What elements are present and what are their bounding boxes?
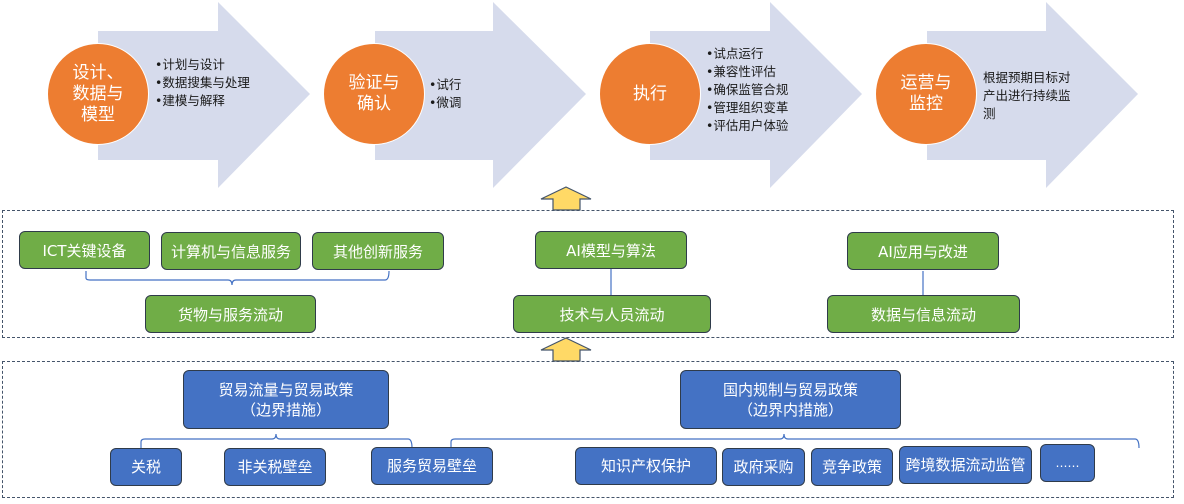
up-arrow-icon — [540, 186, 592, 211]
bullet-item: 确保监管合规 — [706, 81, 788, 99]
stage-circle-design: 设计、 数据与 模型 — [47, 43, 149, 145]
connector-goods — [85, 270, 390, 286]
policy-item-competition: 竞争政策 — [811, 448, 893, 486]
bullet-item: 评估用户体验 — [706, 117, 788, 135]
policy-item-more: …… — [1040, 444, 1095, 482]
stage-bullets-design: 计划与设计 数据搜集与处理 建模与解释 — [155, 56, 255, 110]
policy-item-ip: 知识产权保护 — [575, 447, 717, 485]
up-arrow-icon — [540, 337, 592, 362]
stage-circle-execution: 执行 — [599, 43, 701, 145]
stage-title-line: 数据与 — [72, 83, 124, 104]
stage-title-line: 验证与 — [348, 73, 400, 93]
bullet-item: 试行 — [429, 76, 461, 94]
policy-item-cross-border-data: 跨境数据流动监管 — [899, 446, 1032, 484]
bullet-item: 微调 — [429, 94, 461, 112]
flow-item-computer-services: 计算机与信息服务 — [161, 232, 301, 270]
bullet-item: 数据搜集与处理 — [155, 74, 255, 92]
connector-behind-border — [450, 433, 1140, 450]
stage-title-line: 执行 — [633, 83, 667, 104]
stage-bullets-validation: 试行 微调 — [429, 76, 461, 112]
flow-goods-services: 货物与服务流动 — [145, 295, 316, 333]
policy-subtitle: （边界内措施） — [737, 400, 843, 419]
policy-item-procurement: 政府采购 — [722, 448, 805, 486]
stage-arrow-2 — [375, 2, 586, 188]
policy-item-non-tariff: 非关税壁垒 — [224, 448, 326, 486]
stage-bullets-execution: 试点运行 兼容性评估 确保监管合规 管理组织变革 评估用户体验 — [706, 45, 788, 135]
bullet-item: 计划与设计 — [155, 56, 255, 74]
policy-behind-border-measures: 国内规制与贸易政策 （边界内措施） — [680, 370, 901, 429]
policy-border-measures: 贸易流量与贸易政策 （边界措施） — [183, 370, 389, 429]
bullet-item: 建模与解释 — [155, 92, 255, 110]
bullet-item: 兼容性评估 — [706, 63, 788, 81]
flow-tech-people: 技术与人员流动 — [513, 295, 711, 333]
stage-title-line: 确认 — [357, 94, 391, 114]
flow-item-other-innovation: 其他创新服务 — [312, 232, 444, 270]
policy-subtitle: （边界措施） — [240, 400, 331, 419]
flow-frame — [2, 210, 1174, 338]
connector-border — [140, 433, 413, 450]
stage-title-line: 运营与 — [900, 73, 952, 93]
bullet-item: 管理组织变革 — [706, 99, 788, 117]
policy-item-tariff: 关税 — [110, 448, 182, 486]
policy-frame — [2, 361, 1174, 498]
flow-item-ai-model: AI模型与算法 — [535, 231, 687, 269]
stage-description-operation: 根据预期目标对产出进行持续监测 — [983, 70, 1071, 121]
stage-arrow-4 — [927, 2, 1138, 188]
policy-title: 国内规制与贸易政策 — [722, 380, 858, 399]
flow-data-info: 数据与信息流动 — [827, 295, 1020, 333]
stage-title-line: 监控 — [909, 94, 943, 114]
stage-circle-operation: 运营与 监控 — [875, 43, 977, 145]
flow-item-ai-application: AI应用与改进 — [847, 232, 999, 270]
bullet-item: 试点运行 — [706, 45, 788, 63]
policy-item-service-barrier: 服务贸易壁垒 — [371, 447, 493, 485]
stage-circle-validation: 验证与 确认 — [323, 43, 425, 145]
stage-title-line: 模型 — [81, 104, 115, 125]
stage-title-line: 设计、 — [72, 62, 124, 83]
policy-title: 贸易流量与贸易政策 — [218, 380, 354, 399]
flow-item-ict: ICT关键设备 — [19, 231, 150, 269]
